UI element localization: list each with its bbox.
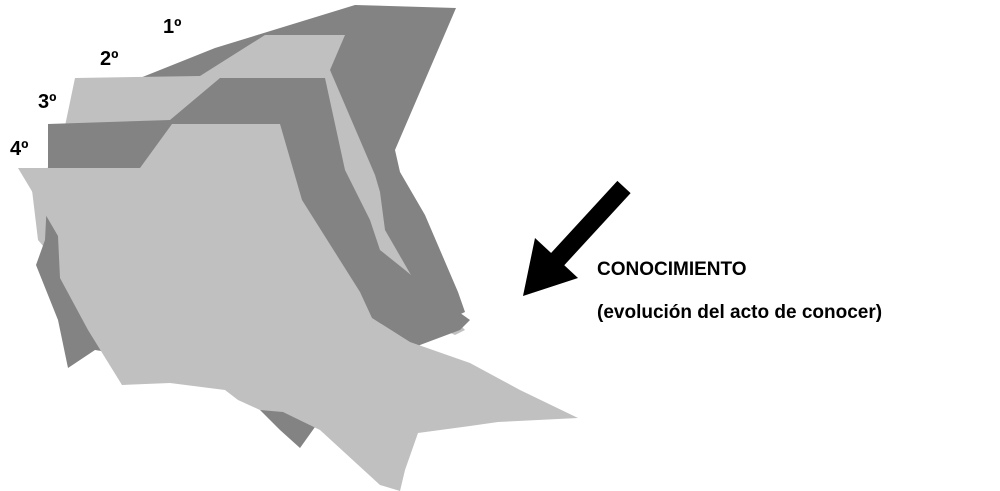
arrow-down-left-icon xyxy=(523,180,631,296)
arrow-head xyxy=(523,238,578,296)
layer-4-shape xyxy=(18,124,578,491)
caption-subtitle: (evolución del acto de conocer) xyxy=(597,302,882,323)
caption-title: CONOCIMIENTO xyxy=(597,259,747,280)
layer-2-label: 2º xyxy=(100,48,118,70)
layer-1-label: 1º xyxy=(163,16,181,38)
layer-3-label: 3º xyxy=(38,91,56,113)
arrow-shaft xyxy=(548,180,631,269)
layer-4-label: 4º xyxy=(10,138,28,160)
